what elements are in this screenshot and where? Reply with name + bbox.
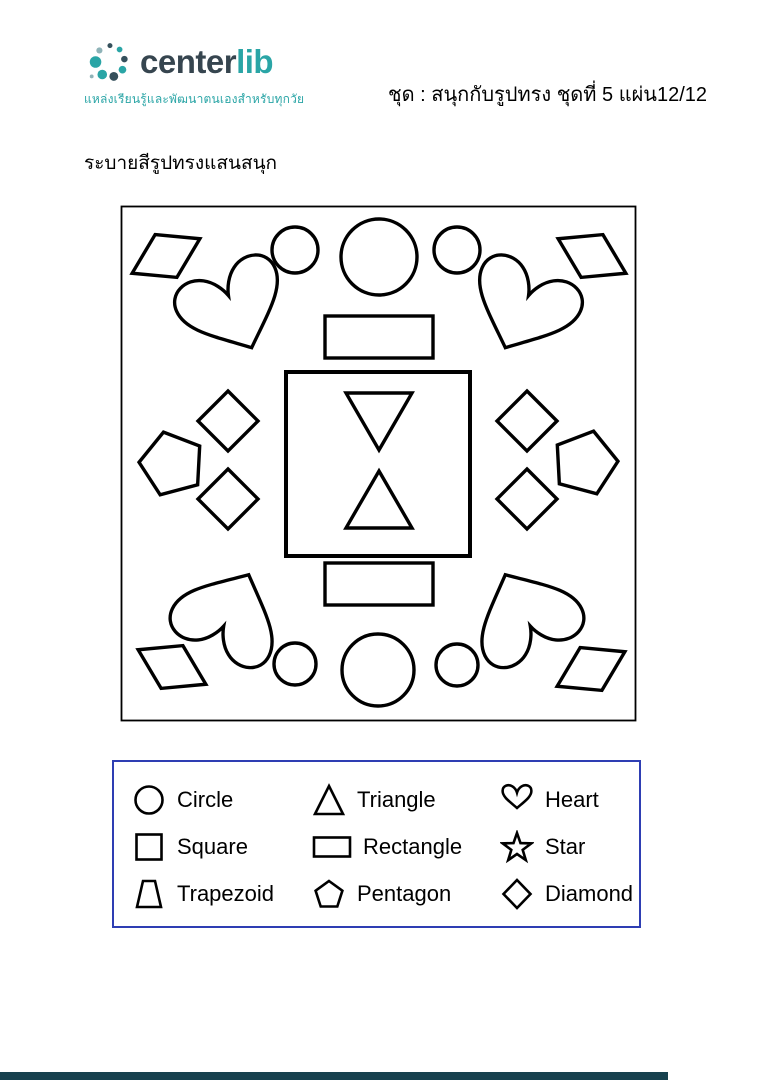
legend-label-square: Square <box>177 833 248 859</box>
legend-item-square: Square <box>132 830 312 864</box>
diamond-icon <box>501 877 533 910</box>
legend-label-diamond: Diamond <box>545 880 634 906</box>
shape-heart-bottom-left <box>168 572 274 670</box>
shape-triangle-down <box>343 391 415 454</box>
shape-triangle-up <box>343 467 415 530</box>
shape-heart-top-left <box>173 253 280 350</box>
shape-circle-bottom-left-small <box>272 641 318 687</box>
shapes-picture <box>120 205 637 722</box>
legend-label-star: Star <box>545 833 586 859</box>
triangle-icon <box>312 782 346 815</box>
shape-pentagon-left <box>136 430 202 497</box>
legend-label-triangle: Triangle <box>357 786 436 812</box>
brand-name: centerlib <box>140 36 274 88</box>
shape-diamond-left-lower <box>195 466 261 532</box>
legend-item-star: Star <box>500 829 633 864</box>
heart-icon <box>501 783 533 810</box>
shape-rhombus-bottom-left <box>135 643 209 691</box>
shape-heart-top-right <box>477 253 584 350</box>
shape-circle-top-left-small <box>270 225 320 275</box>
shapes-canvas <box>120 205 637 722</box>
legend-label-pentagon: Pentagon <box>357 880 452 906</box>
brand-name-secondary: lib <box>236 43 274 80</box>
legend-label-circle: Circle <box>177 786 234 812</box>
shape-diamond-right-upper <box>494 388 560 454</box>
shape-circle-bottom-center <box>340 632 416 708</box>
legend-item-trapezoid: Trapezoid <box>132 877 312 911</box>
legend-item-rectangle: Rectangle <box>312 830 500 864</box>
legend-item-diamond: Diamond <box>500 877 633 911</box>
shape-diamond-right-lower <box>494 466 560 532</box>
centerlib-logo-icon <box>89 43 128 81</box>
circle-icon <box>134 784 164 815</box>
shape-pentagon-right <box>555 429 621 496</box>
legend-label-rectangle: Rectangle <box>363 833 463 859</box>
instruction-text: ระบายสีรูปทรงแสนสนุก <box>84 153 278 174</box>
shape-rhombus-top-right <box>555 232 629 280</box>
shape-diamond-left-upper <box>195 388 261 454</box>
picture-frame <box>120 205 637 722</box>
legend-label-heart: Heart <box>545 786 599 812</box>
shape-square-center <box>284 370 472 558</box>
shape-circle-top-right-small <box>432 225 482 275</box>
legend-item-circle: Circle <box>132 783 312 817</box>
shape-rhombus-top-left <box>129 232 203 280</box>
brand-tagline: แหล่งเรียนรู้และพัฒนาตนเองสำหรับทุกวัย <box>84 92 305 106</box>
shape-rhombus-bottom-right <box>554 645 628 693</box>
series-info: ชุด : สนุกกับรูปทรง ชุดที่ 5 แผ่น12/12 <box>388 84 708 106</box>
shape-legend: Circle Triangle Heart Square Rectangle <box>112 760 641 928</box>
star-icon <box>500 829 534 863</box>
trapezoid-icon <box>135 879 163 908</box>
shape-circle-bottom-right-small <box>434 642 480 688</box>
shape-rectangle-top <box>323 314 435 360</box>
pentagon-icon <box>314 878 344 908</box>
rectangle-icon <box>312 835 352 858</box>
legend-item-triangle: Triangle <box>312 782 500 817</box>
square-icon <box>135 832 163 861</box>
footer-bar <box>0 1072 668 1080</box>
legend-item-heart: Heart <box>500 783 633 817</box>
legend-label-trapezoid: Trapezoid <box>177 880 275 906</box>
shape-circle-top-center <box>339 217 419 297</box>
shape-rectangle-bottom <box>323 561 435 607</box>
brand-logo: centerlib แหล่งเรียนรู้และพัฒนาตนเองสำหร… <box>84 36 304 109</box>
brand-name-primary: center <box>140 43 237 80</box>
legend-item-pentagon: Pentagon <box>312 877 500 911</box>
shape-heart-bottom-right <box>480 572 586 670</box>
